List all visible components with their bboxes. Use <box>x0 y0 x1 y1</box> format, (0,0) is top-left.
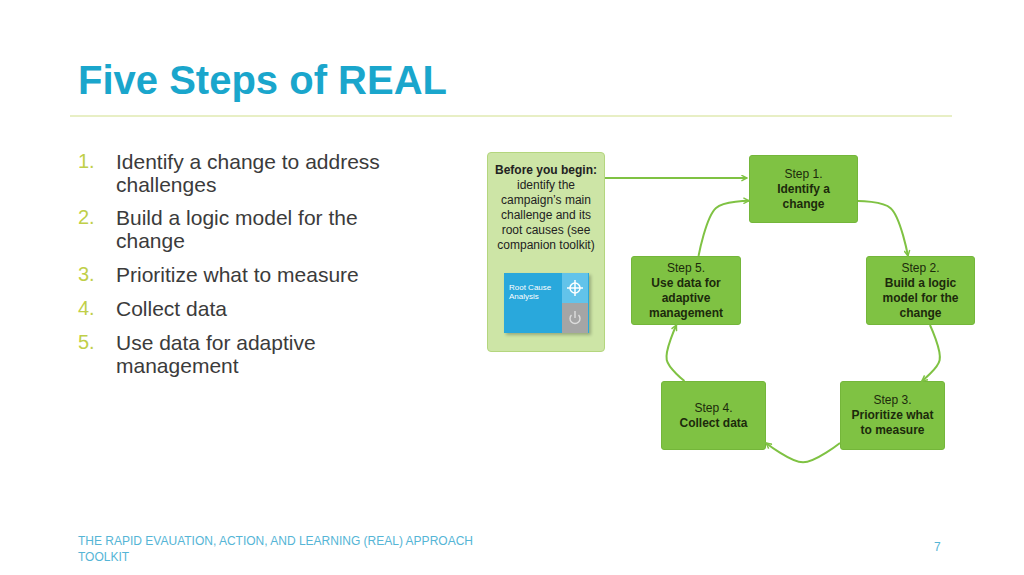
list-item: Build a logic model for the change <box>116 206 416 252</box>
list-item: Identify a change to address challenges <box>116 150 416 196</box>
node-heading: Step 5. <box>667 261 705 276</box>
toolkit-cover: Root Cause Analysis <box>504 273 589 333</box>
cycle-arrow <box>699 201 749 256</box>
node-text: Collect data <box>679 416 747 431</box>
cycle-arrow <box>666 325 684 381</box>
cycle-arrow <box>922 325 940 381</box>
node-text: Prioritize what to measure <box>847 408 938 438</box>
step-box: Step 3.Prioritize what to measure <box>840 381 945 450</box>
list-number: 2. <box>78 206 114 229</box>
flow-arrow <box>605 177 747 179</box>
cycle-arrow <box>858 201 908 256</box>
node-text: identify the campaign’s main challenge a… <box>494 178 598 253</box>
list-number: 3. <box>78 263 114 286</box>
list-item: Collect data <box>116 297 416 320</box>
list-number: 1. <box>78 150 114 173</box>
slide-title: Five Steps of REAL <box>78 56 447 104</box>
node-heading: Step 3. <box>873 393 911 408</box>
list-item: Prioritize what to measure <box>116 263 416 286</box>
step-box: Step 1.Identify a change <box>749 155 858 223</box>
prerequisite-box: Before you begin:identify the campaign’s… <box>487 152 605 352</box>
step-box: Step 4.Collect data <box>661 381 766 450</box>
page-number: 7 <box>934 539 954 555</box>
node-text: Identify a change <box>756 182 851 212</box>
node-heading: Step 2. <box>901 261 939 276</box>
title-rule <box>70 115 952 116</box>
node-text: Use data for adaptive management <box>638 276 734 321</box>
node-heading: Step 1. <box>784 167 822 182</box>
step-box: Step 5.Use data for adaptive management <box>631 256 741 325</box>
list-number: 4. <box>78 297 114 320</box>
list-number: 5. <box>78 331 114 354</box>
list-item: Use data for adaptive management <box>116 331 416 377</box>
node-text: Build a logic model for the change <box>873 276 968 321</box>
step-box: Step 2.Build a logic model for the chang… <box>866 256 975 325</box>
footer-text: THE RAPID EVAUATION, ACTION, AND LEARNIN… <box>78 533 490 565</box>
node-heading: Before you begin: <box>494 163 598 178</box>
node-heading: Step 4. <box>694 401 732 416</box>
node-text: Root Cause Analysis <box>509 283 559 301</box>
cycle-arrow <box>766 443 840 462</box>
